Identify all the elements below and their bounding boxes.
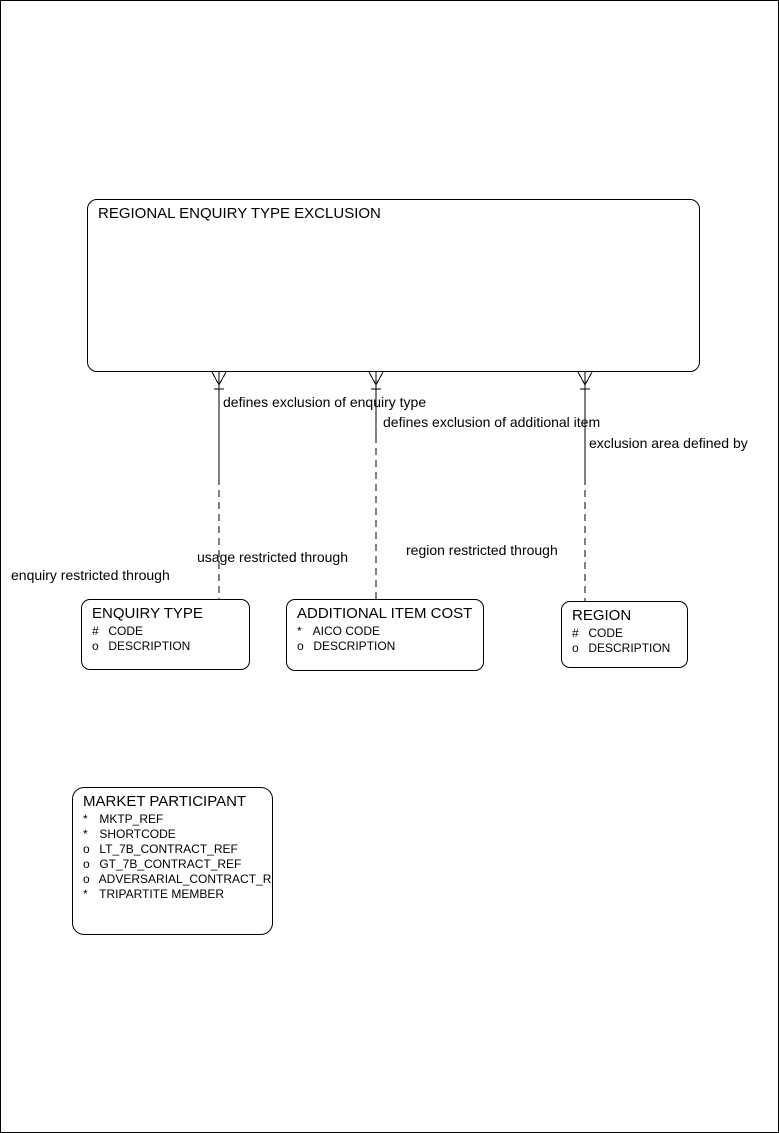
crows-foot-icon [211, 371, 227, 390]
relationship-label-usage-restricted-through: usage restricted through [197, 549, 348, 565]
entity-title: ADDITIONAL ITEM COST [297, 605, 473, 622]
attribute-row: o LT_7B_CONTRACT_REF [83, 842, 262, 857]
attribute-optionality-mark: o [92, 639, 99, 653]
entity-market-participant: MARKET PARTICIPANT * MKTP_REF * SHORTCOD… [72, 787, 273, 935]
attribute-row: * TRIPARTITE MEMBER [83, 887, 262, 902]
entity-title: ENQUIRY TYPE [92, 605, 203, 622]
entity-title: REGIONAL ENQUIRY TYPE EXCLUSION [98, 205, 381, 222]
relationship-line-region [577, 371, 593, 601]
attribute-optionality-mark: * [83, 887, 88, 901]
attribute-name: DESCRIPTION [108, 639, 191, 653]
attribute-name: TRIPARTITE MEMBER [99, 887, 225, 901]
relationship-label-exclusion-area-defined-by: exclusion area defined by [589, 435, 748, 451]
attribute-name: LT_7B_CONTRACT_REF [99, 842, 238, 856]
attribute-optionality-mark: * [83, 812, 88, 826]
attribute-row: o GT_7B_CONTRACT_REF [83, 857, 262, 872]
attribute-row: o ADVERSARIAL_CONTRACT_REF [83, 872, 272, 887]
attribute-name: CODE [588, 626, 624, 640]
attribute-row: # CODE [92, 624, 239, 639]
attribute-name: SHORTCODE [99, 827, 176, 841]
attribute-name: MKTP_REF [99, 812, 164, 826]
attribute-optionality-mark: * [83, 827, 88, 841]
attribute-optionality-mark: # [92, 624, 99, 638]
attribute-row: * AICO CODE [297, 624, 473, 639]
attribute-name: GT_7B_CONTRACT_REF [99, 857, 242, 871]
attribute-row: o DESCRIPTION [92, 639, 239, 654]
entity-enquiry-type: ENQUIRY TYPE # CODE o DESCRIPTION [81, 599, 250, 670]
crows-foot-icon [577, 371, 593, 390]
relationship-label-enquiry-restricted-through: enquiry restricted through [11, 567, 170, 583]
attribute-row: o DESCRIPTION [297, 639, 473, 654]
relationship-label-region-restricted-through: region restricted through [406, 542, 558, 558]
entity-additional-item-cost: ADDITIONAL ITEM COST * AICO CODE o DESCR… [286, 599, 484, 671]
attribute-row: o DESCRIPTION [572, 641, 677, 656]
attribute-optionality-mark: o [83, 857, 90, 871]
attribute-row: * MKTP_REF [83, 812, 262, 827]
attribute-row: * SHORTCODE [83, 827, 262, 842]
attribute-name: CODE [108, 624, 144, 638]
attribute-optionality-mark: * [297, 624, 302, 638]
attribute-name: DESCRIPTION [588, 641, 671, 655]
entity-title: MARKET PARTICIPANT [83, 793, 247, 810]
attribute-optionality-mark: o [572, 641, 579, 655]
entity-regional-enquiry-type-exclusion: REGIONAL ENQUIRY TYPE EXCLUSION [87, 199, 700, 372]
attribute-optionality-mark: o [83, 872, 90, 886]
entity-title: REGION [572, 607, 632, 624]
attribute-optionality-mark: o [297, 639, 304, 653]
crows-foot-icon [368, 371, 384, 390]
entity-region: REGION # CODE o DESCRIPTION [561, 601, 688, 668]
relationship-label-defines-exclusion-of-enquiry-type: defines exclusion of enquiry type [223, 394, 427, 410]
attribute-optionality-mark: # [572, 626, 579, 640]
attribute-row: # CODE [572, 626, 677, 641]
attribute-name: AICO CODE [312, 624, 381, 638]
attribute-optionality-mark: o [83, 842, 90, 856]
relationship-label-defines-exclusion-of-additional-item: defines exclusion of additional item [383, 414, 601, 430]
attribute-name: ADVERSARIAL_CONTRACT_REF [98, 872, 273, 886]
attribute-name: DESCRIPTION [313, 639, 396, 653]
